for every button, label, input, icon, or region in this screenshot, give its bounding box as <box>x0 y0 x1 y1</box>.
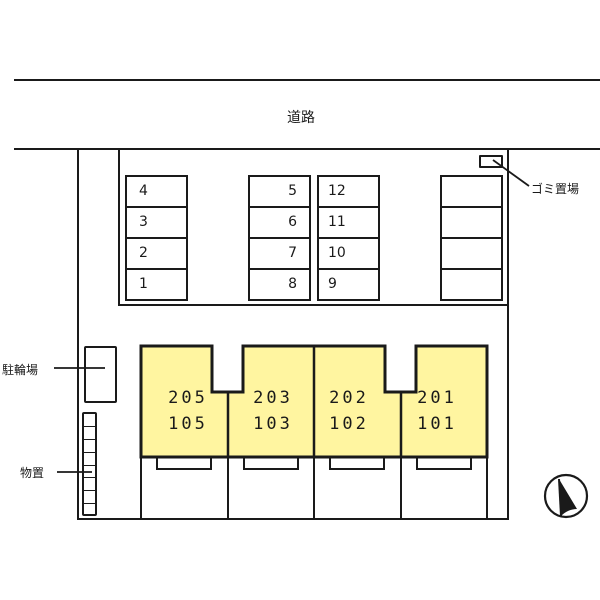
road-edge-top <box>14 79 600 81</box>
parking-slot[interactable]: 12 <box>319 177 378 208</box>
parking-slot[interactable] <box>442 239 501 270</box>
unit-number-lower: 101 <box>417 414 457 434</box>
parking-slot[interactable]: 3 <box>127 208 186 239</box>
bicycle-parking-label: 駐輪場 <box>2 363 39 377</box>
garbage-label: ゴミ置場 <box>531 182 580 196</box>
storage-cell <box>84 478 95 492</box>
storage-label: 物置 <box>20 466 45 480</box>
parking-lot-bottom <box>118 304 508 306</box>
site-boundary-bottom <box>77 518 509 520</box>
parking-slot[interactable]: 6 <box>250 208 309 239</box>
north-arrow-icon <box>543 473 589 519</box>
storage-cell <box>84 466 95 479</box>
storage-cell <box>84 453 95 466</box>
parking-slot[interactable]: 10 <box>319 239 378 270</box>
garbage-area[interactable] <box>479 155 503 168</box>
parking-slot[interactable]: 7 <box>250 239 309 270</box>
parking-slot[interactable] <box>442 177 501 208</box>
parking-slot[interactable]: 11 <box>319 208 378 239</box>
storage-cell <box>84 414 95 427</box>
parking-column-3: 12 11 10 9 <box>317 175 380 301</box>
parking-slot[interactable]: 9 <box>328 276 337 292</box>
parking-column-4 <box>440 175 503 301</box>
storage-cell <box>84 427 95 440</box>
site-boundary-left <box>77 149 79 520</box>
storage-units[interactable] <box>82 412 97 516</box>
unit-number-upper: 205 <box>168 388 208 408</box>
storage-cell <box>84 440 95 453</box>
road-edge-bottom <box>14 148 600 150</box>
road-label: 道路 <box>287 110 315 126</box>
site-boundary-right <box>507 149 509 520</box>
parking-slot[interactable]: 8 <box>288 276 297 292</box>
unit-number-lower: 103 <box>253 414 293 434</box>
parking-slot[interactable]: 5 <box>250 177 309 208</box>
parking-slot[interactable]: 1 <box>139 276 148 292</box>
storage-cell <box>84 491 95 505</box>
unit-number-lower: 105 <box>168 414 208 434</box>
parking-column-1: 4 3 2 1 <box>125 175 188 301</box>
unit-number-upper: 203 <box>253 388 293 408</box>
parking-lot-left <box>118 149 120 306</box>
parking-slot[interactable] <box>442 208 501 239</box>
bicycle-parking[interactable] <box>84 346 117 403</box>
parking-slot[interactable]: 2 <box>127 239 186 270</box>
unit-number-upper: 201 <box>417 388 457 408</box>
parking-column-2: 5 6 7 8 <box>248 175 311 301</box>
parking-slot[interactable]: 4 <box>127 177 186 208</box>
unit-number-upper: 202 <box>329 388 369 408</box>
unit-number-lower: 102 <box>329 414 369 434</box>
